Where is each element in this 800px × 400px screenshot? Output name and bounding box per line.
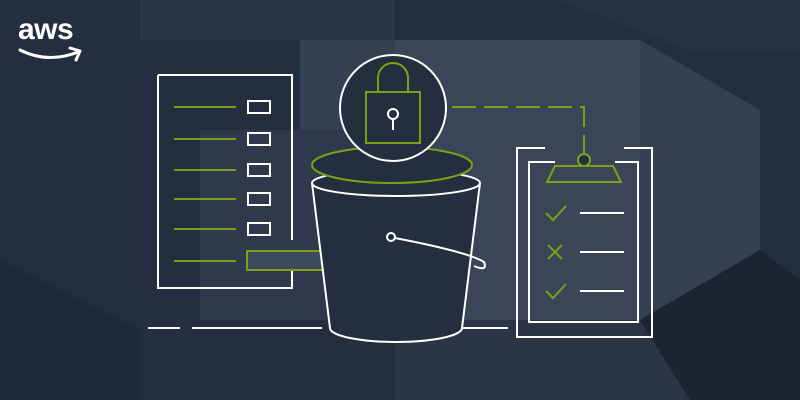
clipboard-clip-ring <box>577 153 591 167</box>
hex-facet <box>0 260 140 400</box>
check-icon <box>545 205 567 222</box>
bucket-handle <box>394 237 486 270</box>
padlock-icon <box>339 54 447 162</box>
hex-facet <box>395 0 800 50</box>
cross-icon <box>547 244 563 260</box>
document-row <box>174 192 271 206</box>
lock-to-clipboard-connector <box>452 106 585 158</box>
check-icon <box>545 283 567 300</box>
clipboard-checklist-icon <box>516 147 653 338</box>
checklist-item <box>545 283 624 300</box>
checklist-item <box>545 205 624 222</box>
padlock-shackle <box>377 62 409 92</box>
clipboard-clip <box>545 165 623 183</box>
hex-facet <box>140 0 395 120</box>
document-row <box>174 132 271 146</box>
aws-logo: aws <box>18 14 88 66</box>
storage-bucket-icon <box>311 146 486 343</box>
hex-facet <box>395 320 690 400</box>
hex-facet <box>640 40 760 320</box>
document-row <box>174 222 271 236</box>
aws-logo-text: aws <box>18 13 74 46</box>
padlock-body <box>365 91 421 144</box>
checklist-item <box>547 244 624 260</box>
connector-lines <box>452 106 585 158</box>
document-row <box>174 163 271 177</box>
document-row <box>174 100 271 114</box>
amazon-smile-icon <box>18 46 82 62</box>
bucket-handle-pivot <box>386 232 396 242</box>
hex-facet <box>640 250 800 400</box>
